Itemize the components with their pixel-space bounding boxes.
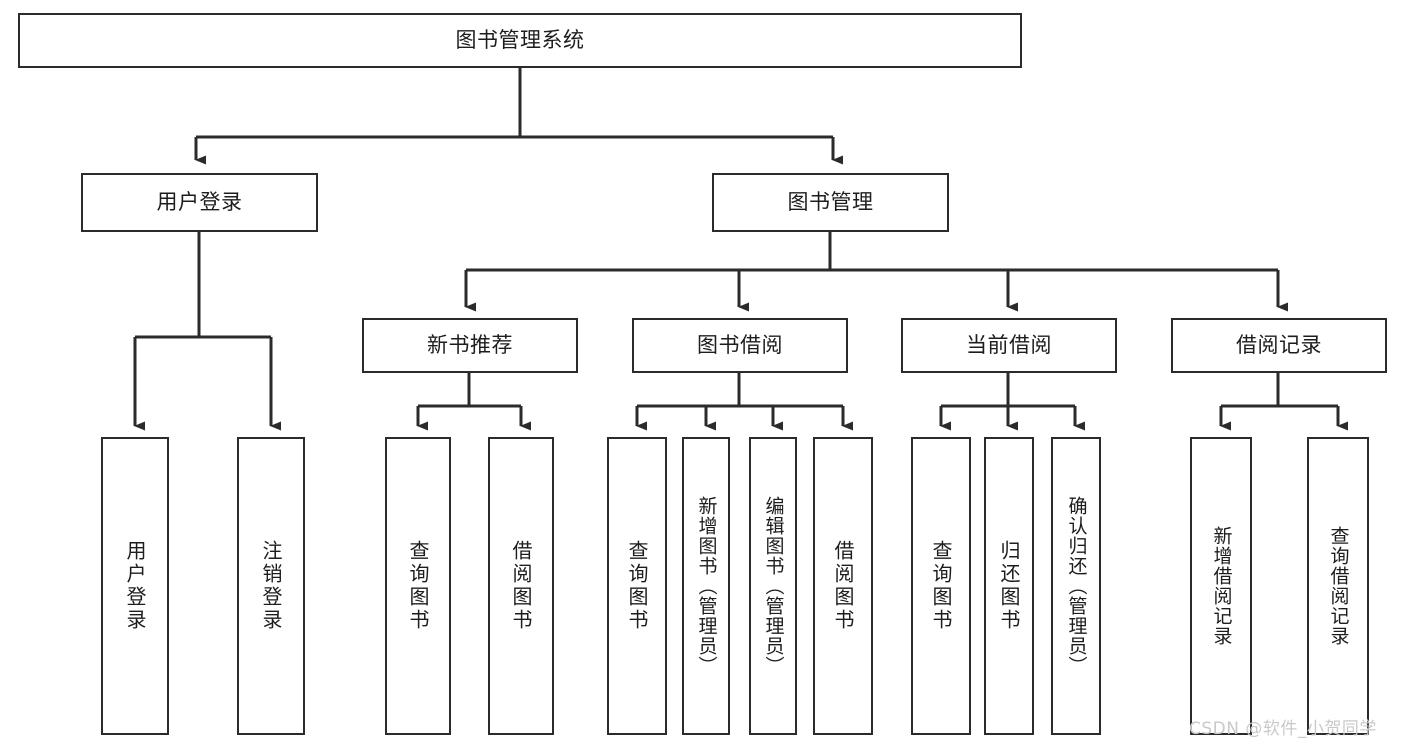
node-leaf-query-book-3-label: 查询图书 (929, 540, 953, 632)
node-leaf-user-login[interactable]: 用户登录 (101, 437, 169, 735)
node-leaf-add-record[interactable]: 新增借阅记录 (1190, 437, 1252, 735)
node-leaf-edit-book[interactable]: 编辑图书（管理员） (749, 437, 797, 735)
node-new-book-rec-label: 新书推荐 (427, 332, 513, 357)
node-current-borrow[interactable]: 当前借阅 (901, 318, 1117, 373)
node-user-login[interactable]: 用户登录 (81, 173, 318, 232)
node-leaf-query-record-label: 查询借阅记录 (1327, 526, 1350, 646)
node-leaf-confirm-return-label: 确认归还（管理员） (1065, 496, 1088, 676)
node-leaf-confirm-return[interactable]: 确认归还（管理员） (1051, 437, 1101, 735)
node-leaf-query-book-3[interactable]: 查询图书 (911, 437, 971, 735)
node-user-login-label: 用户登录 (156, 189, 243, 214)
node-book-borrow[interactable]: 图书借阅 (632, 318, 848, 373)
node-new-book-rec[interactable]: 新书推荐 (362, 318, 578, 373)
node-leaf-borrow-book-1[interactable]: 借阅图书 (488, 437, 554, 735)
node-leaf-return-book-label: 归还图书 (997, 540, 1021, 632)
node-root[interactable]: 图书管理系统 (18, 13, 1022, 68)
node-leaf-add-book-label: 新增图书（管理员） (695, 496, 718, 676)
node-leaf-add-record-label: 新增借阅记录 (1210, 526, 1233, 646)
node-current-borrow-label: 当前借阅 (966, 332, 1052, 357)
node-leaf-user-login-label: 用户登录 (123, 540, 147, 632)
node-leaf-query-book-2[interactable]: 查询图书 (607, 437, 667, 735)
node-book-manage-label: 图书管理 (787, 189, 874, 214)
node-book-manage[interactable]: 图书管理 (712, 173, 949, 232)
node-root-label: 图书管理系统 (455, 27, 585, 52)
node-borrow-record-label: 借阅记录 (1236, 332, 1322, 357)
node-leaf-query-book-1[interactable]: 查询图书 (385, 437, 451, 735)
node-leaf-add-book[interactable]: 新增图书（管理员） (682, 437, 730, 735)
node-leaf-query-record[interactable]: 查询借阅记录 (1307, 437, 1369, 735)
node-leaf-edit-book-label: 编辑图书（管理员） (762, 496, 785, 676)
node-book-borrow-label: 图书借阅 (697, 332, 783, 357)
node-leaf-logout-label: 注销登录 (259, 540, 283, 632)
node-leaf-return-book[interactable]: 归还图书 (984, 437, 1034, 735)
node-leaf-borrow-book-1-label: 借阅图书 (509, 540, 533, 632)
node-leaf-query-book-1-label: 查询图书 (406, 540, 430, 632)
node-leaf-logout[interactable]: 注销登录 (237, 437, 305, 735)
node-leaf-borrow-book-2[interactable]: 借阅图书 (813, 437, 873, 735)
node-leaf-borrow-book-2-label: 借阅图书 (831, 540, 855, 632)
node-borrow-record[interactable]: 借阅记录 (1171, 318, 1387, 373)
node-leaf-query-book-2-label: 查询图书 (625, 540, 649, 632)
